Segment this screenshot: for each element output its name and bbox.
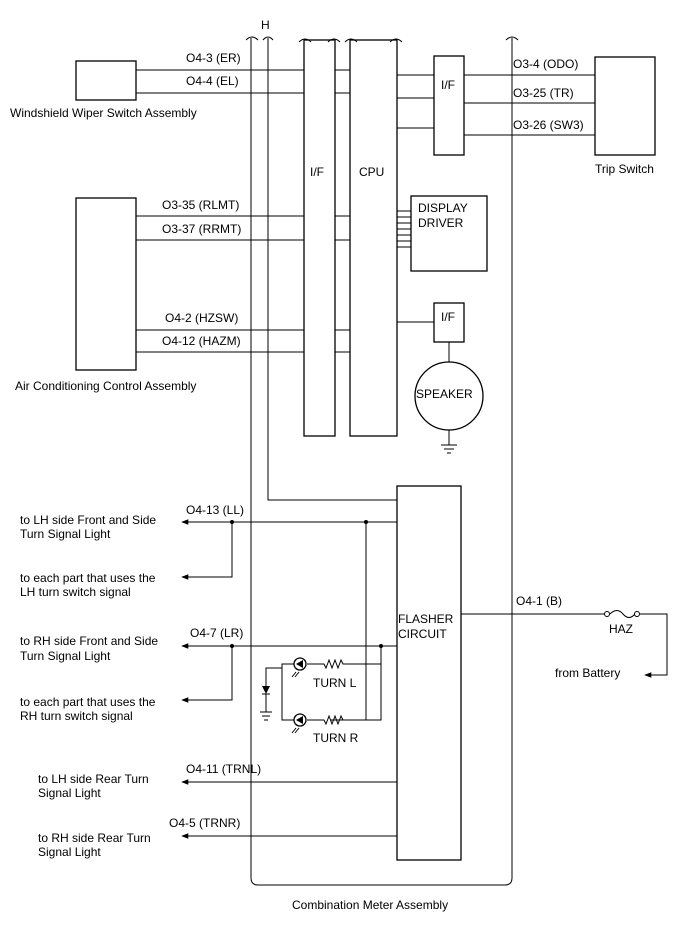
turn-l-label: TURN L (313, 676, 357, 690)
pin-hazm: O4-12 (HAZM) (162, 334, 241, 348)
dest-rh-front-1: to RH side Front and Side (20, 634, 158, 648)
dest-rh-each-2: RH turn switch signal (20, 709, 133, 723)
h-marker: H (261, 18, 270, 32)
pin-ll: O4-13 (LL) (186, 503, 244, 517)
haz-label: HAZ (609, 622, 633, 636)
if-left-block (303, 39, 336, 437)
dest-lh-rear-2: Signal Light (38, 786, 101, 800)
pin-trnl: O4-11 (TRNL) (186, 762, 261, 776)
ac-control-box (75, 197, 137, 371)
pin-b: O4-1 (B) (516, 594, 562, 608)
ground-diode-icon (260, 667, 282, 721)
speaker-label: SPEAKER (416, 387, 473, 401)
wiper-switch-box (75, 60, 137, 101)
turn-l-indicator (281, 657, 350, 721)
dest-rh-rear-1: to RH side Rear Turn (38, 831, 151, 845)
if-speaker-label: I/F (441, 310, 455, 324)
if-trip-block (433, 55, 465, 156)
pin-odo: O3-4 (ODO) (513, 57, 578, 71)
pin-rrmt: O3-37 (RRMT) (162, 222, 241, 236)
meter-enclosure (250, 38, 513, 886)
trip-switch-label: Trip Switch (595, 162, 654, 176)
trip-switch-box (594, 56, 656, 156)
display-driver-line1: DISPLAY (418, 201, 468, 215)
dest-lh-front-2: Turn Signal Light (20, 527, 111, 541)
pin-hzsw: O4-2 (HZSW) (165, 311, 238, 325)
cpu-label: CPU (359, 165, 384, 179)
pin-er: O4-3 (ER) (186, 51, 241, 65)
turn-r-indicator (291, 713, 344, 734)
display-driver-box (410, 195, 488, 272)
dest-rh-rear-2: Signal Light (38, 845, 101, 859)
flasher-label-line1: FLASHER (398, 612, 454, 626)
dest-lh-each-1: to each part that uses the (20, 571, 156, 585)
cpu-block (349, 39, 398, 437)
pin-rlmt: O3-35 (RLMT) (162, 198, 239, 212)
pin-sw3: O3-26 (SW3) (513, 118, 584, 132)
h-line (267, 38, 397, 501)
display-bus (397, 210, 411, 248)
meter-label: Combination Meter Assembly (292, 898, 448, 912)
dest-lh-rear-1: to LH side Rear Turn (38, 772, 149, 786)
meter-break-top (245, 36, 519, 41)
dest-rh-front-2: Turn Signal Light (20, 649, 111, 663)
if-left-label: I/F (310, 165, 324, 179)
ac-control-label: Air Conditioning Control Assembly (15, 379, 196, 393)
flasher-label-line2: CIRCUIT (398, 627, 447, 641)
dest-lh-each-2: LH turn switch signal (20, 585, 131, 599)
pin-el: O4-4 (EL) (186, 74, 239, 88)
if-trip-label: I/F (441, 78, 455, 92)
wiper-switch-label: Windshield Wiper Switch Assembly (10, 106, 197, 120)
pin-lr: O4-7 (LR) (190, 626, 243, 640)
ground-icon (441, 430, 457, 454)
dest-rh-each-1: to each part that uses the (20, 695, 156, 709)
haz-fuse-icon (604, 610, 640, 618)
pin-trnr: O4-5 (TRNR) (169, 816, 240, 830)
turn-r-label: TURN R (313, 731, 359, 745)
battery-label: from Battery (555, 666, 620, 680)
flasher-circuit-box (396, 485, 462, 861)
pin-tr: O3-25 (TR) (513, 86, 574, 100)
display-driver-line2: DRIVER (418, 216, 464, 230)
dest-lh-front-1: to LH side Front and Side (20, 513, 156, 527)
